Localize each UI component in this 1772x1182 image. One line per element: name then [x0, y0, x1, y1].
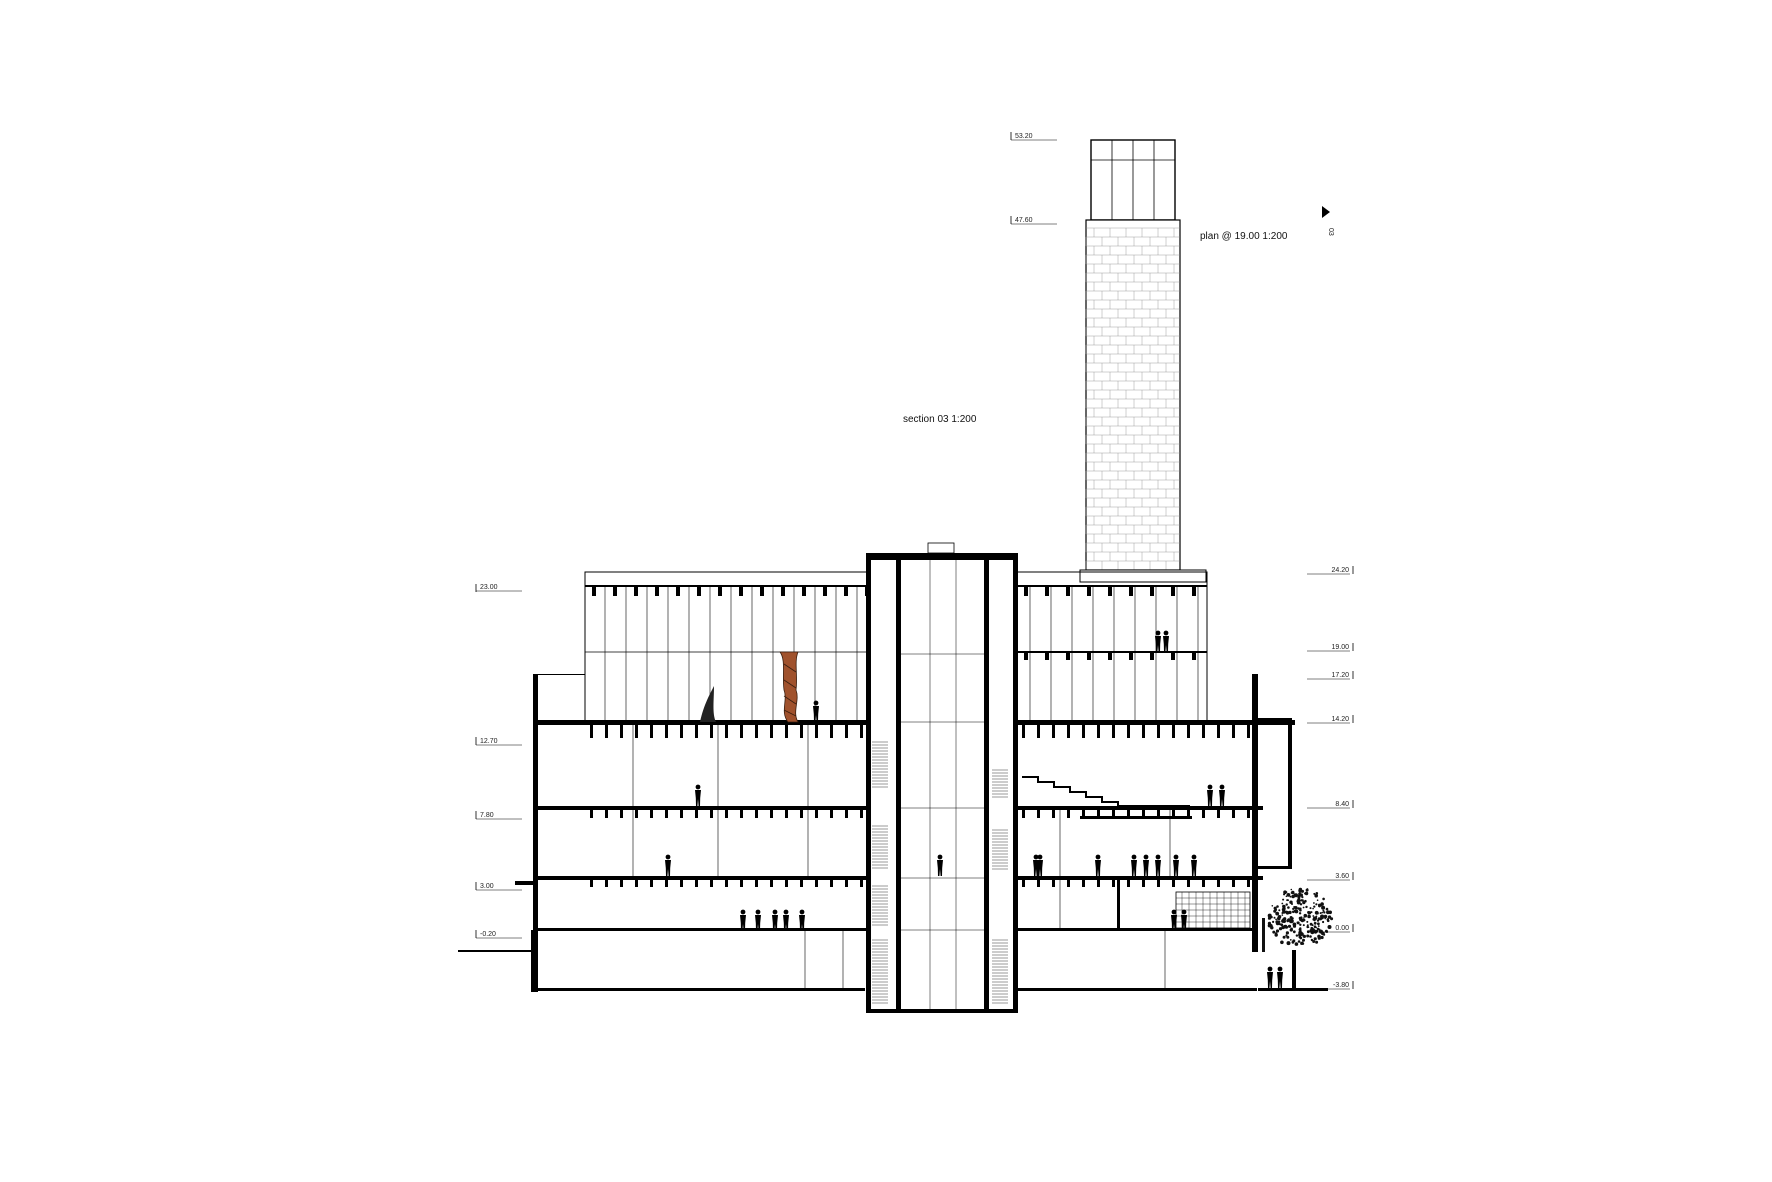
east-annex-roof	[1258, 718, 1292, 721]
tree-icon	[1262, 887, 1334, 952]
level-right-17-20: 17.20	[1331, 672, 1349, 679]
basement-floor-east	[1017, 988, 1257, 991]
level-tags-right: 24.20 19.00 17.20 14.20 8.40 3.60 0.00 -…	[1307, 566, 1354, 990]
level-right-14-20: 14.20	[1331, 716, 1349, 723]
core-east-wall	[1013, 553, 1018, 1013]
level-right-24-20: 24.20	[1331, 567, 1349, 574]
level-right-19-00: 19.00	[1331, 644, 1349, 651]
upper-roof-beams	[592, 586, 1196, 660]
east-wall	[1252, 674, 1258, 952]
west-wall	[533, 674, 538, 992]
sail-sculpture-icon	[700, 686, 716, 722]
basement-floor	[535, 988, 865, 991]
level-tags-left: 23.00 12.70 7.80 3.00 -0.20	[475, 584, 522, 939]
level-tags-tower: 53.20 47.60	[1010, 132, 1057, 225]
stepped-seating	[1022, 776, 1190, 807]
slab-0-00-east	[1017, 928, 1257, 931]
ground-line-west	[458, 950, 535, 952]
core-roof-vent	[927, 542, 955, 554]
core-stair-treads	[872, 741, 1008, 1004]
sculpture-icon	[779, 651, 799, 723]
ground-line-east	[1258, 988, 1328, 991]
section-title: section 03 1:200	[903, 414, 977, 425]
chimney-shaft	[1085, 219, 1181, 571]
level-left-minus-0-20: -0.20	[480, 931, 496, 938]
level-right-minus-3-80: -3.80	[1333, 982, 1349, 989]
chimney-lantern-mullions	[1091, 140, 1175, 220]
east-annex-wall	[1288, 720, 1292, 868]
section-arrow-icon	[1322, 206, 1330, 218]
east-annex-floor	[1258, 866, 1292, 869]
core-shaft-lines	[901, 560, 984, 1009]
core-inner-west	[896, 560, 901, 1012]
section-marker: 03	[1322, 206, 1334, 236]
mezzanine-bar	[1080, 816, 1192, 819]
interior-columns	[632, 725, 1171, 988]
core-west-wall	[866, 553, 871, 1013]
level-left-23-00: 23.00	[480, 584, 498, 591]
level-left-12-70: 12.70	[480, 738, 498, 745]
lattice-screen	[1117, 880, 1251, 929]
chimney-tower	[1079, 139, 1207, 583]
people-silhouettes	[665, 630, 1283, 988]
core-inner-east	[984, 560, 989, 1012]
upper-glazed-volume	[584, 571, 1208, 723]
level-left-3-00: 3.00	[480, 883, 494, 890]
basement-east-wall	[1292, 950, 1296, 990]
plan-title: plan @ 19.00 1:200	[1200, 231, 1288, 242]
section-marker-label: 03	[1327, 228, 1334, 236]
chimney-brick-pattern	[1085, 227, 1180, 570]
chimney-base	[1079, 569, 1207, 583]
slab-0-00	[535, 928, 870, 931]
central-core	[866, 542, 1018, 1013]
west-parapet	[538, 674, 585, 675]
level-tower-53-20: 53.20	[1015, 133, 1033, 140]
core-base	[866, 1009, 1018, 1013]
core-roof	[866, 553, 1018, 560]
outer-walls	[458, 674, 1328, 992]
level-right-3-60: 3.60	[1335, 873, 1349, 880]
level-right-8-40: 8.40	[1335, 801, 1349, 808]
level-right-0-00: 0.00	[1335, 925, 1349, 932]
entrance-canopy	[515, 881, 535, 885]
ground-line-west-drop	[531, 930, 535, 992]
level-left-7-80: 7.80	[480, 812, 494, 819]
slab-joists	[590, 725, 1250, 887]
level-tower-47-60: 47.60	[1015, 217, 1033, 224]
